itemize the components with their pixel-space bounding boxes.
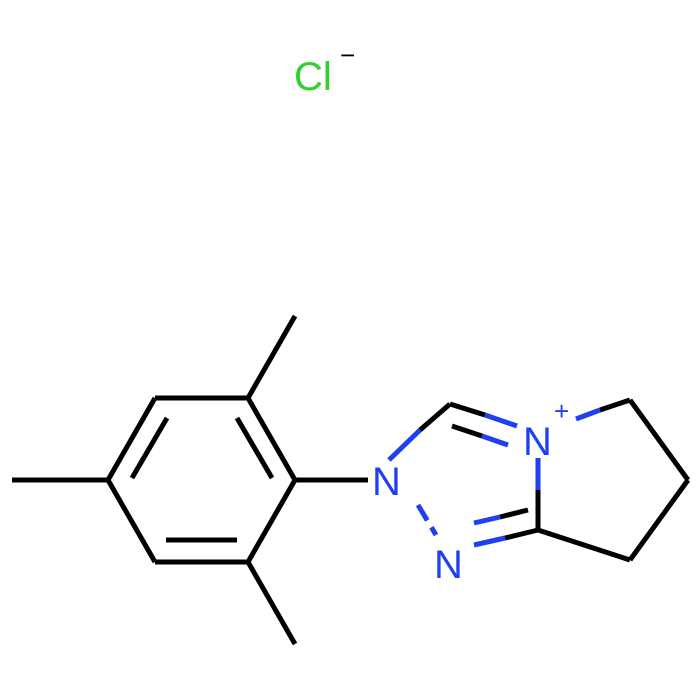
bond-ch2-ch2-a (627, 398, 691, 482)
bond-ring-4 (105, 478, 158, 564)
bond-ch-n-plus-inner-blue (481, 433, 509, 448)
atom-n-imine: N (434, 543, 463, 587)
atom-n-cation: N (523, 420, 552, 464)
bond-ring-6 (245, 478, 298, 564)
methyl-top (245, 314, 298, 400)
bond-ch-n-plus-inner-black (451, 423, 483, 439)
bond-ch-n-plus-blue (484, 412, 518, 429)
bond-ring-3 (105, 396, 158, 482)
bond-ch2-ch2-b (627, 478, 691, 562)
bond-ring-double-1 (234, 416, 275, 480)
mesityl-ring (105, 395, 298, 565)
bond-c-n-lower-blue (473, 535, 506, 548)
triazolium-ring (387, 401, 541, 548)
atom-n-aryl: N (372, 460, 401, 504)
bond-n-ch-blue (387, 428, 422, 462)
methyl-groups (12, 314, 298, 646)
bond-ring-double-2 (129, 416, 170, 480)
bond-ch2-c (537, 527, 631, 563)
bond-n-ch-black (418, 402, 452, 432)
chloride-counter-ion: Cl − (294, 40, 355, 99)
bond-ch-n-plus-black (449, 401, 486, 418)
chloride-symbol: Cl (294, 55, 332, 99)
bond-n-plus-ch2-black (599, 397, 631, 413)
methyl-bottom (245, 560, 298, 646)
bond-n-n (415, 503, 439, 537)
pyrrolidine-ring (537, 397, 691, 563)
atom-n-cation-charge: + (554, 396, 569, 426)
bond-c-n-lower-black (504, 527, 539, 541)
bond-n-plus-ch2-blue (575, 407, 601, 422)
chloride-charge: − (340, 40, 355, 70)
bond-c-n-lower-inner-black (499, 507, 529, 520)
bond-c-n-lower-inner-blue (473, 514, 501, 526)
bond-ring-1 (245, 396, 298, 482)
